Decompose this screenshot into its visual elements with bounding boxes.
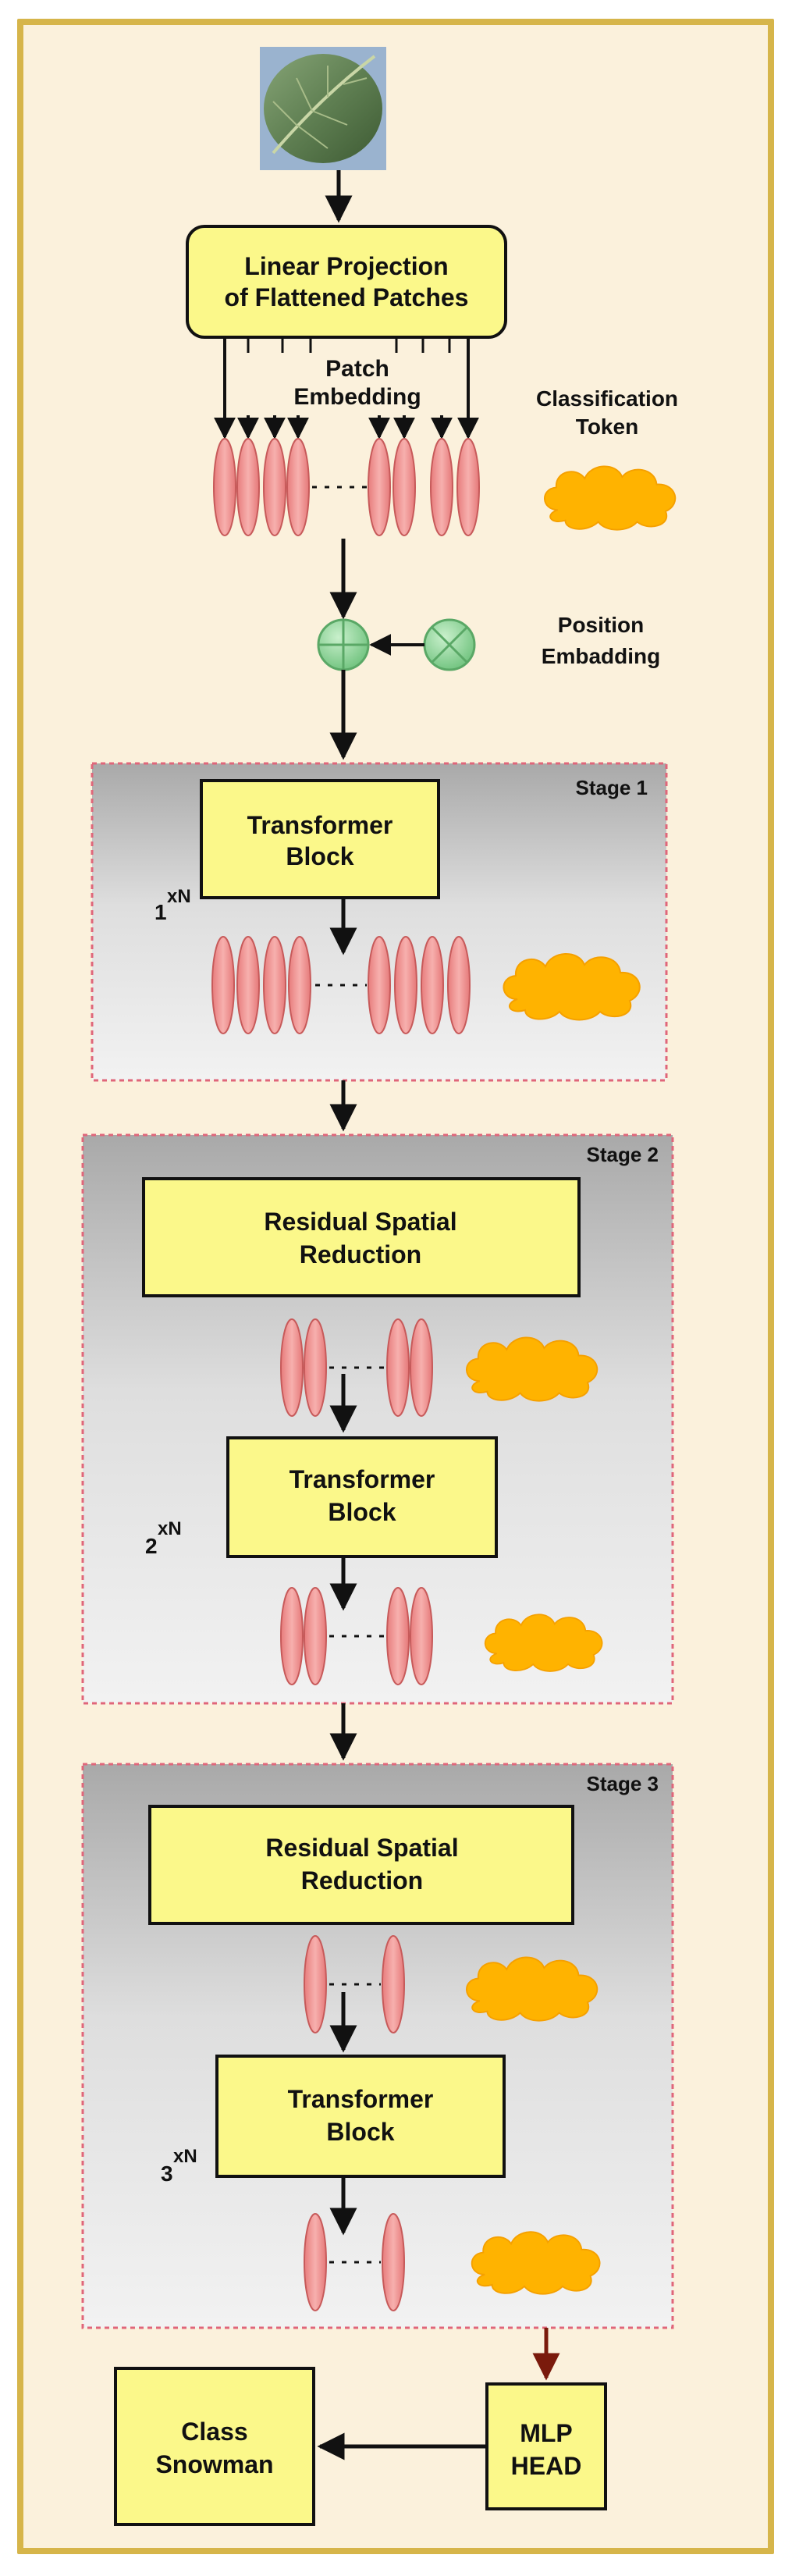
stage2-repeat-sup: xN: [158, 1518, 182, 1539]
mlp-head-line1: MLP: [520, 2419, 573, 2447]
projection-ticks: [247, 337, 451, 353]
position-embedding-line2: Embadding: [542, 644, 660, 668]
position-embedding-circle: [423, 618, 476, 671]
stage3-patch-row-2: [304, 2213, 405, 2311]
stage3-repeat-sup: xN: [173, 2146, 197, 2167]
stage2-reduction-line1: Residual Spatial: [264, 1208, 456, 1236]
position-embedding-line1: Position: [558, 613, 644, 637]
stage3-block-line1: Transformer: [288, 2085, 434, 2113]
linear-projection-line2: of Flattened Patches: [225, 283, 469, 311]
stage3-patch-row-1: [304, 1935, 405, 2033]
patch-embedding-line2: Embedding: [293, 384, 421, 410]
stage3-block-line2: Block: [326, 2118, 394, 2146]
stage2-patch-row-1: [280, 1318, 433, 1417]
stage3-transformer-block: Transformer Block: [215, 2055, 506, 2178]
stage2-patch-row-2: [280, 1587, 433, 1685]
stage1-transformer-block: Transformer Block: [200, 779, 440, 899]
stage2-reduction-box: Residual Spatial Reduction: [142, 1177, 581, 1297]
stage2-block-line2: Block: [328, 1498, 396, 1526]
stage2-title: Stage 2: [587, 1143, 659, 1166]
stage3-title: Stage 3: [587, 1772, 659, 1795]
class-output-box: Class Snowman: [114, 2367, 315, 2526]
stage3-reduction-line2: Reduction: [301, 1866, 423, 1895]
patch-row-input: [213, 438, 480, 536]
stage1-patch-row: [211, 936, 471, 1034]
class-output-line2: Snowman: [155, 2450, 273, 2478]
classification-token-line2: Token: [576, 415, 638, 439]
stage2-repeat-base: 2: [145, 1534, 158, 1558]
stage3-reduction-line1: Residual Spatial: [265, 1834, 458, 1862]
stage1-title: Stage 1: [576, 776, 648, 799]
stage3-repeat-base: 3: [161, 2161, 173, 2186]
stage1-block-line2: Block: [286, 842, 353, 870]
stage2-block-line1: Transformer: [289, 1465, 435, 1493]
linear-projection-box: Linear Projection of Flattened Patches: [186, 225, 507, 339]
class-output-line1: Class: [181, 2418, 247, 2446]
classification-token-line1: Classification: [536, 386, 678, 411]
stage2-transformer-block: Transformer Block: [226, 1436, 498, 1558]
linear-projection-line1: Linear Projection: [244, 252, 448, 280]
stage1-repeat-base: 1: [155, 900, 167, 924]
classification-token-cloud: [543, 465, 677, 531]
leaf-image: [260, 47, 386, 170]
patch-arrows: [214, 337, 479, 439]
stage1-block-line1: Transformer: [247, 811, 393, 839]
patch-embedding-line1: Patch: [325, 356, 389, 382]
add-circle: [317, 618, 370, 671]
stage3-reduction-box: Residual Spatial Reduction: [148, 1805, 574, 1925]
mlp-head-box: MLP HEAD: [485, 2382, 607, 2510]
stage2-reduction-line2: Reduction: [300, 1240, 421, 1268]
stage1-repeat-sup: xN: [167, 886, 191, 907]
mlp-head-line2: HEAD: [511, 2452, 582, 2480]
